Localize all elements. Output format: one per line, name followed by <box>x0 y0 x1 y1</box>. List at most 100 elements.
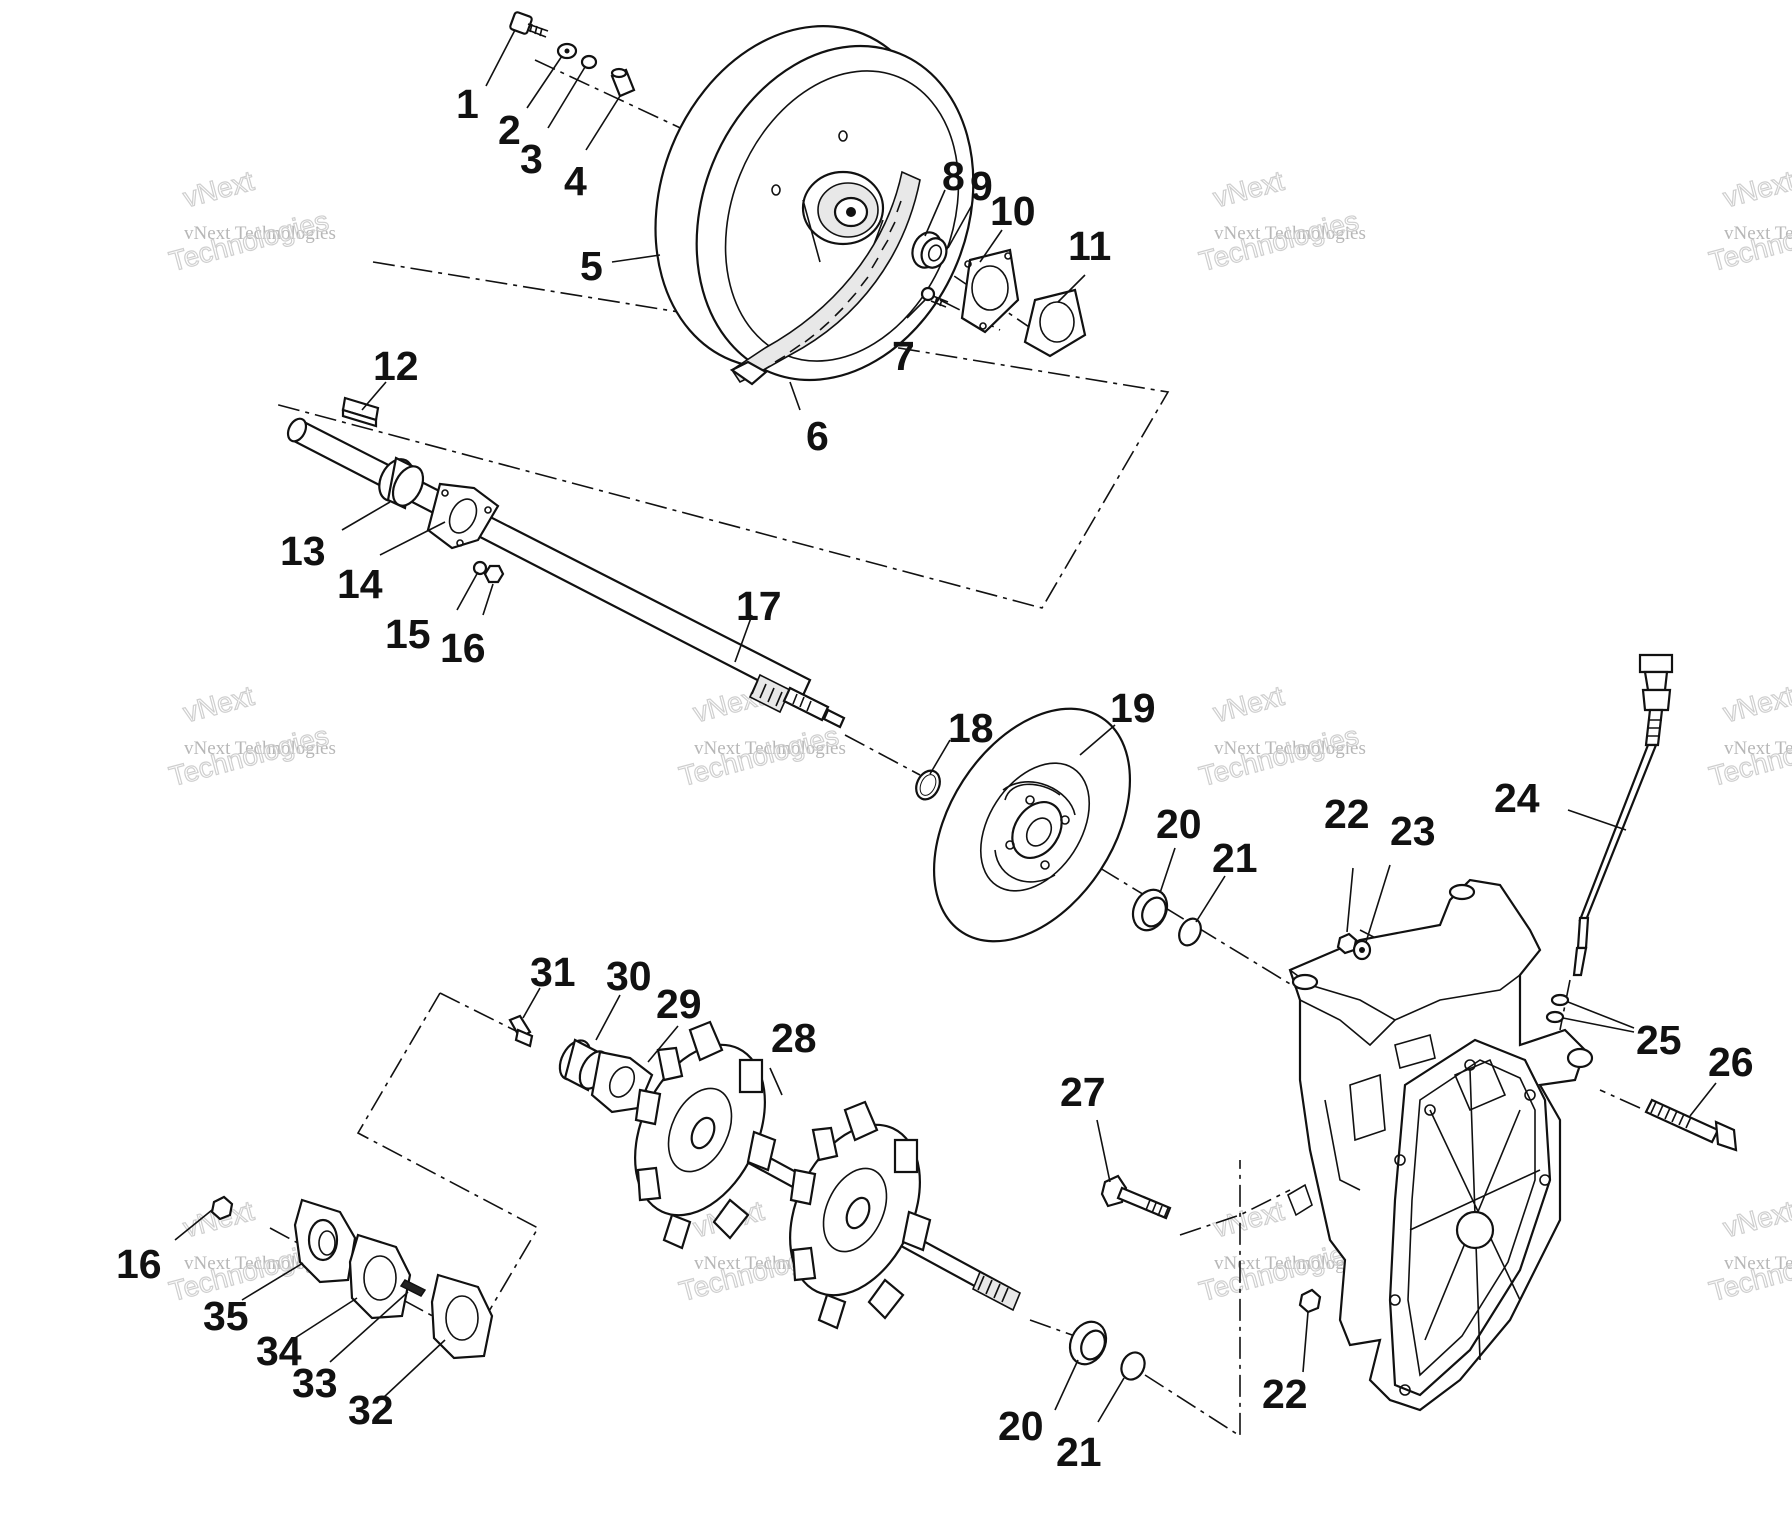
callout: 21 <box>1056 1429 1102 1475</box>
watermark: vNext vNext Technologies Technologies <box>1705 679 1792 793</box>
brake-disc <box>932 707 1132 943</box>
bolt <box>399 1279 427 1297</box>
callout: 3 <box>520 136 543 182</box>
svg-text:vNext Technologies: vNext Technologies <box>1724 1253 1792 1274</box>
bolt <box>1100 1174 1172 1220</box>
oil-seal <box>1131 888 1169 932</box>
callout: 13 <box>280 528 326 574</box>
callout-labels: 1 2 3 4 5 6 7 8 9 10 11 12 13 14 15 16 1… <box>116 81 1754 1475</box>
svg-text:vNext Technologies: vNext Technologies <box>184 223 336 244</box>
callout: 19 <box>1110 685 1156 731</box>
svg-text:vNext: vNext <box>180 165 257 214</box>
grease-fitting <box>508 1014 534 1048</box>
svg-text:vNext Technologies: vNext Technologies <box>1724 223 1792 244</box>
chaincase-housing <box>1100 878 1738 1412</box>
callout: 17 <box>736 583 782 629</box>
svg-text:vNext Technologies: vNext Technologies <box>184 738 336 759</box>
callout: 22 <box>1262 1371 1308 1417</box>
callout: 28 <box>771 1015 817 1061</box>
pulley <box>654 25 975 382</box>
drive-chain <box>729 170 921 386</box>
callout: 8 <box>942 153 965 199</box>
svg-text:Technologies: Technologies <box>166 720 332 792</box>
jackshaft-assembly <box>286 396 846 729</box>
o-ring <box>1550 993 1570 1007</box>
callout: 4 <box>564 158 587 204</box>
svg-text:vNext: vNext <box>1720 165 1792 214</box>
callout: 22 <box>1324 791 1370 837</box>
watermark: vNext vNext Technologies Technologies <box>1705 164 1792 278</box>
svg-text:vNext Technologies: vNext Technologies <box>184 1253 336 1274</box>
oil-seal <box>1068 1320 1108 1366</box>
callout: 1 <box>456 81 479 127</box>
bolt <box>1644 1098 1738 1152</box>
nut <box>210 1195 234 1221</box>
nut <box>1298 1288 1322 1314</box>
callout: 11 <box>1068 223 1111 269</box>
callout: 30 <box>606 953 652 999</box>
svg-text:Technologies: Technologies <box>1706 720 1792 792</box>
callout: 35 <box>203 1293 249 1339</box>
callout: 25 <box>1636 1017 1682 1063</box>
callout: 14 <box>337 561 383 607</box>
drive-axle-assembly <box>210 1014 1146 1381</box>
callout: 29 <box>656 981 702 1027</box>
svg-text:vNext: vNext <box>1210 165 1287 214</box>
svg-text:Technologies: Technologies <box>1706 1235 1792 1307</box>
lock-washer <box>580 54 598 70</box>
callout: 10 <box>990 188 1036 234</box>
svg-text:vNext Technologies: vNext Technologies <box>1724 738 1792 759</box>
leader-lines <box>174 29 1717 1423</box>
bolt <box>920 286 949 308</box>
svg-text:vNext: vNext <box>180 680 257 729</box>
svg-text:Technologies: Technologies <box>676 720 842 792</box>
svg-text:vNext: vNext <box>1720 1195 1792 1244</box>
callout: 7 <box>892 333 915 379</box>
washer <box>472 560 488 576</box>
o-ring <box>1545 1010 1565 1024</box>
watermark: vNext vNext Technologies Technologies <box>1705 1194 1792 1308</box>
watermark: vNext vNext Technologies Technologies <box>165 164 336 278</box>
callout: 21 <box>1212 835 1258 881</box>
bearing-flange <box>293 1198 357 1284</box>
callout: 20 <box>998 1403 1044 1449</box>
svg-text:vNext Technologies: vNext Technologies <box>1214 223 1366 244</box>
callout: 15 <box>385 611 431 657</box>
callout: 16 <box>116 1241 162 1287</box>
oil-level-dipstick <box>1545 653 1674 1024</box>
callout: 12 <box>373 343 419 389</box>
watermark: vNext vNext Technologies Technologies <box>1195 679 1366 793</box>
callout: 20 <box>1156 801 1202 847</box>
bolt <box>509 11 549 38</box>
callout: 32 <box>348 1387 394 1433</box>
svg-text:Technologies: Technologies <box>1196 205 1362 277</box>
svg-text:Technologies: Technologies <box>1196 720 1362 792</box>
svg-text:vNext Technologies: vNext Technologies <box>694 738 846 759</box>
o-ring <box>1178 917 1202 947</box>
driven-pulley-assembly <box>509 11 1087 386</box>
drive-sprocket <box>634 1020 777 1250</box>
callout: 34 <box>256 1328 302 1374</box>
callout: 31 <box>530 949 576 995</box>
svg-text:vNext: vNext <box>1210 1195 1287 1244</box>
watermark: vNext vNext Technologies Technologies <box>165 679 336 793</box>
callout: 16 <box>440 625 486 671</box>
jackshaft <box>286 417 846 729</box>
svg-text:Technologies: Technologies <box>166 205 332 277</box>
callout: 26 <box>1708 1039 1754 1085</box>
callout: 2 <box>498 107 521 153</box>
spacer <box>610 67 636 98</box>
svg-text:vNext Technologies: vNext Technologies <box>1214 1253 1366 1274</box>
bearing-flange <box>960 248 1020 334</box>
bearing <box>911 231 948 269</box>
callout: 5 <box>580 243 603 289</box>
drive-sprocket <box>789 1100 932 1330</box>
brake-assembly <box>915 707 1202 947</box>
callout: 33 <box>292 1360 338 1406</box>
svg-text:vNext Technologies: vNext Technologies <box>1214 738 1366 759</box>
callout: 23 <box>1390 808 1436 854</box>
bearing-flange <box>430 1273 494 1360</box>
nut <box>483 564 505 584</box>
bearing-flange <box>348 1233 412 1320</box>
